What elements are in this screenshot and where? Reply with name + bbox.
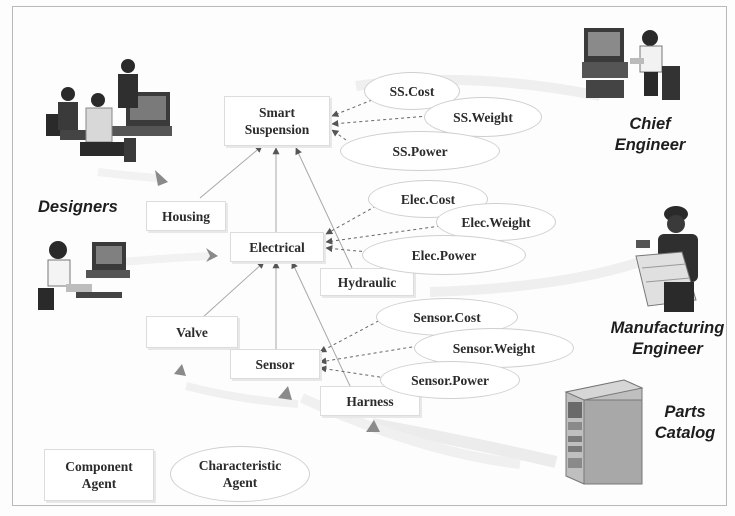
legend-characteristic-agent-line2: Agent	[222, 475, 258, 490]
pointer-sensor	[278, 386, 292, 400]
chief-engineer-label-line1: Chief	[629, 115, 671, 133]
pointer-designers	[155, 170, 168, 186]
component-smart-suspension-line2: Suspension	[244, 122, 310, 137]
link-elec-weight	[325, 225, 441, 245]
trail-manufacturing	[429, 257, 642, 297]
characteristic-sensor-cost: Sensor.Cost	[376, 298, 518, 336]
link-sensor-cost	[319, 317, 385, 353]
legend-characteristic-agent-line1: Characteristic	[198, 458, 282, 473]
link-harness-to-electrical	[291, 261, 351, 387]
pointer-valve	[174, 364, 186, 376]
characteristic-elec-power: Elec.Power	[362, 235, 526, 275]
component-valve: Valve	[146, 316, 238, 348]
parts-catalog-label-line2: Catalog	[654, 424, 716, 442]
characteristic-ss-power: SS.Power	[340, 131, 500, 171]
legend-characteristic-agent: Characteristic Agent	[170, 446, 310, 502]
link-ss-weight	[331, 115, 429, 127]
characteristic-sensor-power: Sensor.Power	[380, 361, 520, 399]
link-valve-to-electrical	[201, 261, 265, 319]
pointer-workstation	[206, 248, 218, 262]
link-elec-cost	[325, 205, 377, 235]
manufacturing-engineer-label-line1: Manufacturing	[610, 319, 725, 337]
trail-catalog	[370, 418, 558, 468]
component-sensor: Sensor	[230, 349, 320, 379]
parts-catalog-label-line1: Parts	[664, 403, 706, 421]
link-sensor-weight	[319, 345, 419, 365]
characteristic-ss-cost: SS.Cost	[364, 72, 460, 110]
link-elec-power	[325, 245, 369, 253]
link-ss-cost	[331, 99, 373, 117]
pointer-harness	[366, 420, 380, 432]
link-hydraulic-to-suspension	[295, 147, 353, 269]
parts-catalog-label: Parts Catalog	[650, 402, 720, 444]
legend-component-agent-line2: Agent	[81, 476, 117, 491]
characteristic-elec-weight: Elec.Weight	[436, 203, 556, 241]
trail-designer	[97, 168, 159, 182]
chief-engineer-icon	[582, 28, 680, 100]
component-hydraulic: Hydraulic	[320, 268, 414, 296]
chief-engineer-label: Chief Engineer	[600, 114, 700, 156]
parts-catalog-server-icon	[564, 379, 644, 485]
characteristic-sensor-weight: Sensor.Weight	[414, 328, 574, 368]
link-housing-to-suspension	[199, 145, 263, 199]
link-ss-power	[331, 129, 347, 141]
link-sensor-power	[319, 365, 387, 379]
legend-component-agent-line1: Component	[65, 459, 133, 474]
characteristic-ss-weight: SS.Weight	[424, 97, 542, 137]
manufacturing-engineer-label: Manufacturing Engineer	[600, 318, 735, 360]
component-housing: Housing	[146, 201, 226, 231]
diagram-frame	[12, 6, 727, 506]
component-smart-suspension: Smart Suspension	[224, 96, 330, 146]
component-electrical: Electrical	[230, 232, 324, 262]
manufacturing-engineer-icon	[635, 206, 698, 312]
designers-label: Designers	[38, 198, 118, 216]
designer-workstation-icon	[38, 241, 130, 310]
manufacturing-engineer-label-line2: Engineer	[632, 340, 703, 358]
chief-engineer-label-line2: Engineer	[614, 136, 686, 154]
designers-group-icon	[46, 59, 172, 162]
component-smart-suspension-line1: Smart	[258, 105, 295, 120]
legend-component-agent: Component Agent	[44, 449, 154, 501]
characteristic-elec-cost: Elec.Cost	[368, 180, 488, 218]
trail-workstation	[119, 252, 211, 266]
trail-designer-valve	[184, 382, 299, 408]
